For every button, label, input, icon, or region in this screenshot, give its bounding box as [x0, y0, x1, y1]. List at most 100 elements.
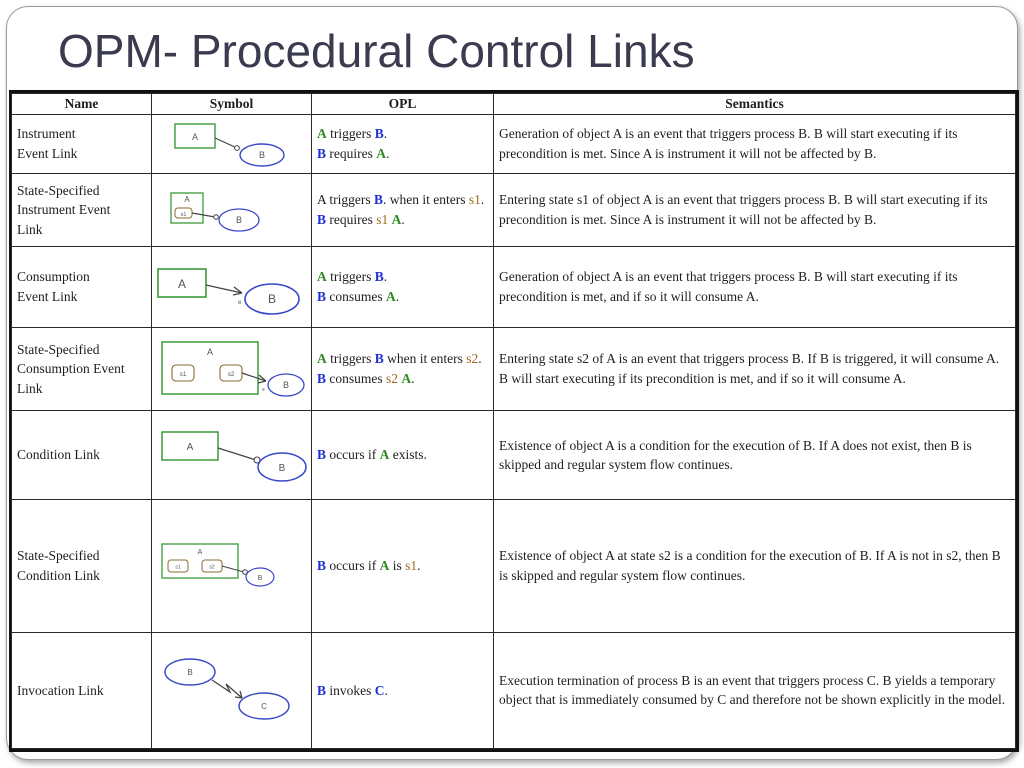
opl-segment: triggers	[326, 126, 375, 142]
row-name-line: State-Specified	[17, 182, 100, 198]
row-semantics: Generation of object A is an event that …	[493, 113, 1016, 174]
condition-link-line	[217, 447, 256, 461]
opl-segment: .	[383, 126, 388, 142]
header-symbol: Symbol	[151, 93, 312, 115]
opl-line: B requires s1 A.	[317, 210, 488, 230]
row-name-line: Consumption Event	[17, 361, 125, 377]
state-label: s2	[227, 371, 234, 378]
process-label: B	[267, 292, 275, 306]
opl-segment: B	[317, 447, 327, 463]
opl-segment: triggers	[326, 269, 375, 285]
condition-marker	[252, 456, 261, 464]
row-name-line: Link	[17, 380, 43, 396]
opl-segment: is	[389, 558, 406, 574]
row-name: Invocation Link	[11, 631, 152, 749]
object-box	[173, 122, 216, 149]
opl-segment: s2	[466, 351, 479, 367]
state-label: s1	[180, 212, 186, 218]
row-name: Instrument Event Link	[11, 113, 152, 174]
row-name-line: Condition Link	[17, 447, 100, 463]
opl-segment: .	[480, 192, 485, 208]
opl-segment: s2	[386, 371, 399, 387]
table-row: State-Specified Condition Link A s1 s2	[11, 499, 1016, 633]
opl-text: B occurs if A is s1.	[317, 556, 488, 576]
opl-segment: A	[317, 126, 327, 142]
symbol-state-specified-consumption-event-link: A s1 s2 e B	[151, 326, 312, 412]
opl-segment: A	[376, 145, 386, 161]
opl-line: B consumes s2 A.	[317, 369, 488, 389]
table-row: Invocation Link B C B invokes C. Executi…	[11, 631, 1016, 749]
row-name-line: State-Specified	[17, 548, 100, 564]
opl-text: A triggers B.B consumes A.	[317, 267, 488, 306]
target-process-label: C	[261, 702, 267, 711]
opl-text: A triggers B.B requires A.	[317, 124, 488, 163]
opl-line: B consumes A.	[317, 287, 488, 307]
opl-line: B occurs if A exists.	[317, 445, 488, 465]
opl-segment: exists.	[389, 447, 427, 463]
object-box	[169, 192, 204, 224]
links-table-container: Name Symbol OPL Semantics Instrument Eve…	[9, 90, 1019, 752]
opl-segment: B	[317, 682, 327, 698]
process-label: B	[235, 215, 241, 225]
opl-segment: consumes	[326, 371, 387, 387]
opl-segment: .	[417, 558, 421, 574]
header-semantics: Semantics	[493, 93, 1016, 115]
row-name-line: Consumption	[17, 269, 90, 285]
process-label: B	[278, 463, 285, 474]
opl-line: A triggers B when it enters s2.	[317, 349, 488, 369]
opl-segment: when it enters	[383, 351, 467, 367]
row-name: Consumption Event Link	[11, 246, 152, 328]
row-semantics: Entering state s2 of A is an event that …	[493, 326, 1016, 412]
process-ellipse	[244, 567, 275, 587]
process-label: B	[258, 150, 264, 160]
condition-marker	[241, 569, 248, 575]
table-row: State-Specified Instrument Event Link A …	[11, 172, 1016, 248]
opl-segment: A	[379, 447, 390, 463]
row-name-line: State-Specified	[17, 341, 100, 357]
symbol-consumption-event-link: A e B	[151, 246, 312, 328]
opl-line: A triggers B.	[317, 124, 488, 144]
state-label: s1	[175, 564, 181, 570]
process-ellipse	[217, 208, 260, 232]
process-label: B	[282, 380, 288, 390]
condition-link-line	[221, 565, 244, 573]
opl-segment: B	[374, 192, 384, 208]
event-marker: e	[238, 300, 242, 306]
row-opl: A triggers B.B requires A.	[311, 113, 494, 174]
opl-segment: A	[379, 558, 390, 574]
symbol-condition-link: A B	[151, 410, 312, 501]
opl-segment: A	[317, 269, 327, 285]
row-name-line: Invocation Link	[17, 682, 104, 698]
process-ellipse	[256, 452, 307, 482]
event-link-marker	[212, 214, 219, 220]
object-label: A	[206, 347, 212, 357]
process-label: B	[187, 668, 192, 677]
opl-segment: consumes	[326, 288, 387, 304]
opl-line: B requires A.	[317, 144, 488, 164]
row-name: State-Specified Condition Link	[11, 499, 152, 633]
header-opl: OPL	[311, 93, 494, 115]
opl-line: A triggers B.	[317, 267, 488, 287]
process-label: B	[257, 575, 262, 582]
row-name-line: Event Link	[17, 145, 78, 161]
target-process-ellipse	[237, 692, 290, 721]
opl-segment: B	[374, 126, 384, 142]
state-box	[170, 364, 195, 382]
opl-segment: .	[384, 682, 388, 698]
consumption-link-line	[241, 372, 266, 382]
opl-segment: B	[317, 145, 327, 161]
object-label: A	[184, 195, 190, 204]
consumption-arrowhead	[232, 286, 242, 296]
opl-segment: .	[395, 288, 400, 304]
opl-text: A triggers B. when it enters s1.B requir…	[317, 190, 488, 229]
opl-segment: C	[374, 682, 385, 698]
table-row: Consumption Event Link A e B A triggers …	[11, 246, 1016, 328]
consumption-link-line	[205, 284, 242, 294]
object-box	[156, 268, 207, 298]
opl-segment: . when it enters	[383, 192, 469, 208]
opl-segment: A	[386, 288, 396, 304]
state-label: s1	[179, 371, 186, 378]
slide-title: OPM- Procedural Control Links	[58, 25, 695, 77]
opl-line: A triggers B. when it enters s1.	[317, 190, 488, 210]
state-box	[167, 559, 188, 573]
